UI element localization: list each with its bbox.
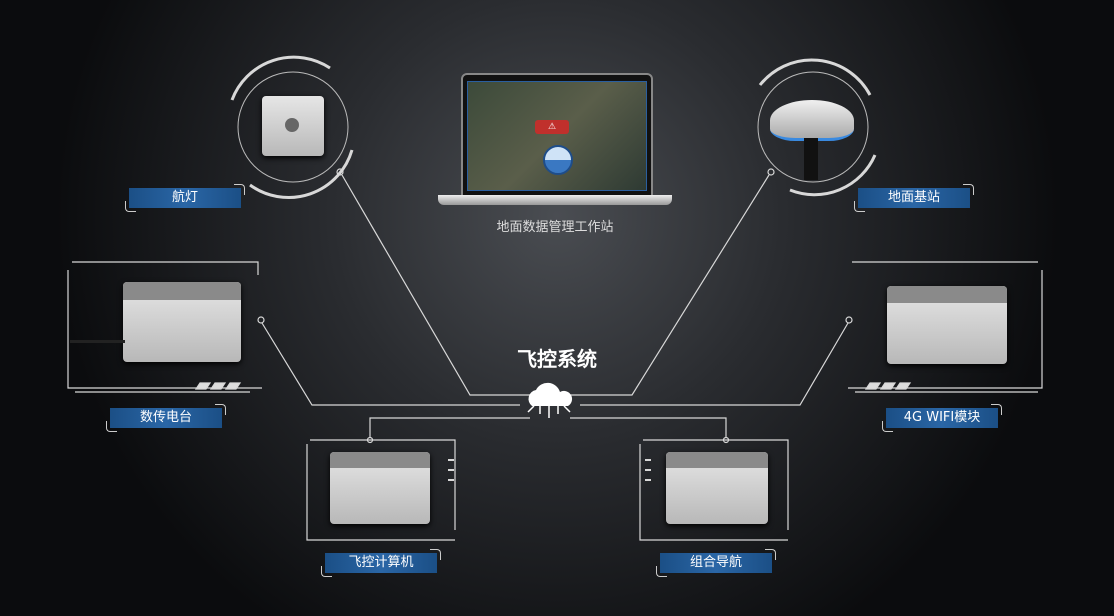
label-flight-computer: 飞控计算机: [321, 549, 441, 577]
nav-light-device: [262, 96, 324, 156]
label-wifi-4g: 4G WIFI模块: [882, 404, 1002, 432]
label-radio: 数传电台: [106, 404, 226, 432]
ground-station-antenna: [770, 100, 854, 141]
flight-computer-device: [330, 452, 430, 524]
radio-device: [123, 282, 241, 362]
label-nav-light: 航灯: [125, 184, 245, 212]
diagram-title: 飞控系统: [517, 347, 597, 371]
label-ground-station: 地面基站: [854, 184, 974, 212]
label-integrated-nav: 组合导航: [656, 549, 776, 577]
integrated-nav-device: [666, 452, 768, 524]
wifi-4g-device: [887, 286, 1007, 364]
workstation-laptop: ⚠: [461, 73, 653, 199]
workstation-label: 地面数据管理工作站: [496, 220, 614, 235]
cloud-network-icon: [520, 382, 578, 422]
warning-icon: ⚠: [535, 120, 569, 134]
